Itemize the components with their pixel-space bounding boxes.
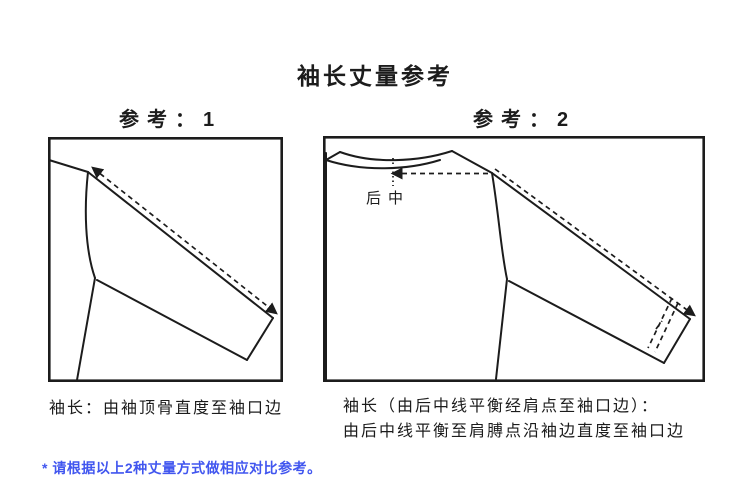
collar-outer-curve [339, 150, 453, 162]
cuff-measure-tick [655, 320, 663, 330]
armhole-curve [491, 172, 508, 280]
shoulder-seam [451, 150, 493, 174]
page-title: 袖长丈量参考 [297, 63, 453, 89]
back-center-label: 后中 [366, 190, 410, 207]
sleeve-underseam [96, 279, 248, 361]
panel-2-label: 参考：2 [473, 109, 577, 131]
garment-diagram-reference-2: 后中 [323, 136, 705, 382]
diagram-frame [323, 136, 705, 382]
measure-line-dashed [91, 166, 278, 315]
sleeve-topline [491, 172, 691, 320]
side-seam [495, 278, 508, 380]
panel-2-caption-line2: 由后中线平衡至肩膊点沿袖边直度至袖口边 [343, 423, 686, 440]
side-seam [76, 277, 96, 381]
sleeve-topline [87, 171, 274, 319]
cuff-measure-dash-outer [647, 297, 673, 349]
collar-inner-curve [325, 159, 441, 170]
armhole-curve [84, 171, 96, 279]
panel-2-caption: 袖长（由后中线平衡经肩点至袖口边）： 由后中线平衡至肩膊点沿袖边直度至袖口边 [343, 394, 685, 444]
cuff-edge [663, 318, 691, 364]
panel-1-caption: 袖长：由袖顶骨直度至袖口边 [49, 400, 284, 417]
sleeve-underseam [508, 280, 665, 364]
sleeve-diagram-reference-1 [48, 137, 283, 382]
diagram-frame [48, 137, 283, 382]
panel-2-caption-line1: 袖长（由后中线平衡经肩点至袖口边）： [343, 398, 660, 415]
panel-1-label: 参考：1 [119, 109, 223, 131]
cuff-measure-dash-inner [654, 302, 679, 353]
compare-note: * 请根据以上2种丈量方式做相应对比参考。 [42, 460, 322, 476]
sleeve-measure-line-dashed [494, 168, 696, 317]
collar-left-tip [325, 151, 341, 161]
shoulder-seam [48, 159, 89, 173]
cuff-edge [246, 317, 274, 361]
